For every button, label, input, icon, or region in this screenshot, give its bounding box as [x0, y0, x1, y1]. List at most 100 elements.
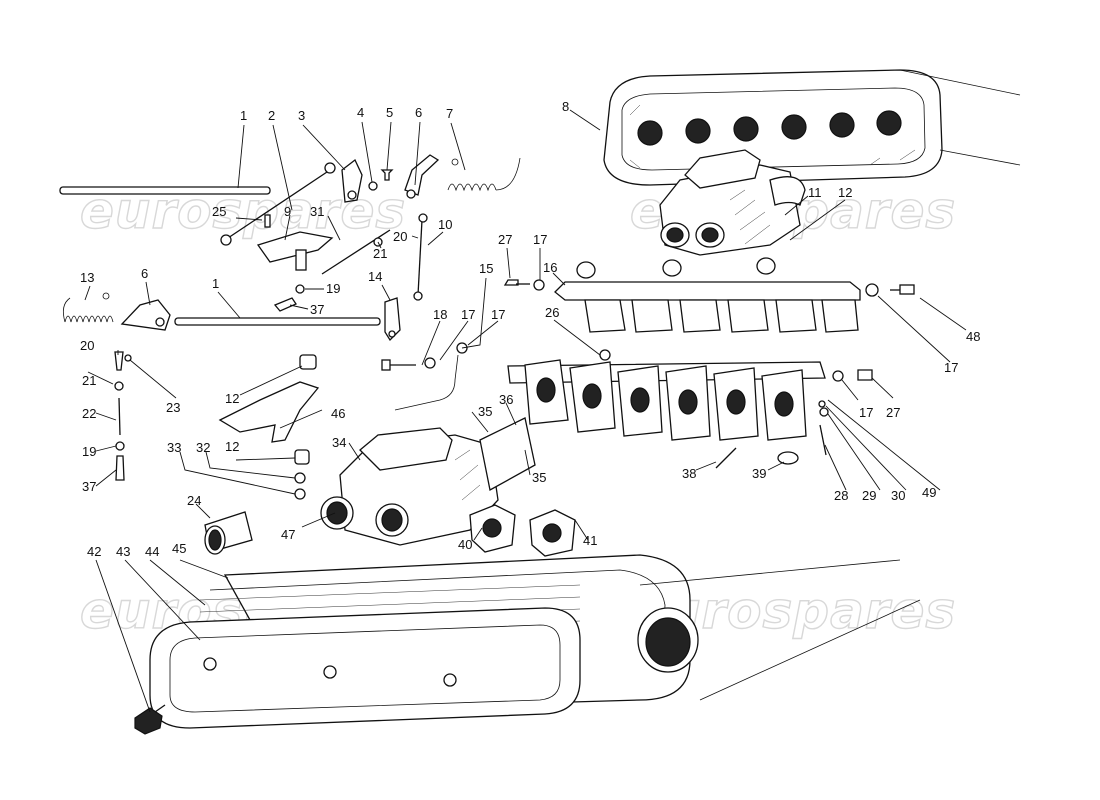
air-horn-24 — [204, 511, 253, 555]
washer-19-a — [295, 284, 305, 294]
callout-10: 10 — [438, 217, 452, 232]
callout-22: 22 — [82, 406, 96, 421]
washer-4 — [368, 181, 378, 191]
callout-11: 11 — [808, 185, 822, 200]
callout-49: 49 — [922, 485, 936, 500]
callout-24: 24 — [187, 493, 201, 508]
gasket-41 — [529, 509, 576, 557]
callout-40: 40 — [458, 537, 472, 552]
linkage-10 — [413, 213, 428, 301]
knob-42 — [134, 704, 166, 735]
callout-13: 13 — [80, 270, 94, 285]
gasket-40 — [469, 504, 516, 553]
callout-16: 16 — [543, 260, 557, 275]
washer-33 — [294, 488, 306, 500]
intake-manifold-16 — [554, 257, 861, 333]
o-ring-39 — [777, 451, 799, 465]
fuel-pipe-15 — [394, 354, 459, 411]
callout-42: 42 — [87, 544, 101, 559]
lever-6-lower — [120, 299, 171, 331]
callout-12b: 12 — [225, 391, 239, 406]
callout-48: 48 — [966, 329, 980, 344]
callout-17c: 17 — [491, 307, 505, 322]
callout-27b: 27 — [886, 405, 900, 420]
screw-25 — [264, 214, 271, 228]
callout-21a: 21 — [373, 246, 387, 261]
callout-34: 34 — [332, 435, 346, 450]
spring-7 — [447, 157, 521, 192]
callout-9: 9 — [284, 204, 291, 219]
link-37-a — [273, 297, 297, 312]
callout-23: 23 — [166, 400, 180, 415]
screw-5 — [380, 169, 394, 181]
callout-37b: 37 — [82, 479, 96, 494]
bolt-27-b — [857, 369, 873, 381]
callout-6a: 6 — [415, 105, 422, 120]
callout-1a: 1 — [240, 108, 247, 123]
callout-30: 30 — [891, 488, 905, 503]
callout-46: 46 — [331, 406, 345, 421]
callout-7: 7 — [446, 106, 453, 121]
callout-26: 26 — [545, 305, 559, 320]
callout-6b: 6 — [141, 266, 148, 281]
callout-4: 4 — [357, 105, 364, 120]
washer-32 — [294, 472, 306, 484]
nut-30 — [818, 400, 826, 408]
lever-3 — [341, 158, 363, 203]
callout-47: 47 — [281, 527, 295, 542]
rod-31 — [321, 229, 391, 275]
throttle-rod-lower — [174, 317, 381, 326]
callout-28: 28 — [834, 488, 848, 503]
washer-17-d — [865, 283, 879, 297]
callout-35a: 35 — [478, 404, 492, 419]
callout-3: 3 — [298, 108, 305, 123]
callout-12c: 12 — [225, 439, 239, 454]
air-box-ports — [637, 110, 902, 146]
bracket-46 — [218, 354, 320, 465]
washer-17-b — [424, 357, 436, 369]
callout-19b: 19 — [82, 444, 96, 459]
callout-27a: 27 — [498, 232, 512, 247]
callout-15: 15 — [479, 261, 493, 276]
screw-18 — [381, 359, 416, 371]
callout-17b: 17 — [461, 307, 475, 322]
callout-17a: 17 — [533, 232, 547, 247]
callout-44: 44 — [145, 544, 159, 559]
callout-21b: 21 — [82, 373, 96, 388]
manifold-26 — [507, 349, 826, 441]
linkage-rod-2 — [220, 162, 336, 246]
callout-20a: 20 — [393, 229, 407, 244]
callout-45: 45 — [172, 541, 186, 556]
air-box-top — [603, 69, 1021, 186]
air-filter-box — [149, 554, 921, 729]
pin-38 — [715, 447, 737, 469]
callout-19a: 19 — [326, 281, 340, 296]
callout-39: 39 — [752, 466, 766, 481]
callout-8: 8 — [562, 99, 569, 114]
callout-14: 14 — [368, 269, 382, 284]
callout-12a: 12 — [838, 185, 852, 200]
linkage-left-vertical — [114, 351, 132, 481]
callout-18: 18 — [433, 307, 447, 322]
callout-1b: 1 — [212, 276, 219, 291]
callout-17d: 17 — [944, 360, 958, 375]
carburettor-top — [659, 149, 806, 256]
washer-29 — [819, 407, 829, 417]
callout-29: 29 — [862, 488, 876, 503]
callout-2: 2 — [268, 108, 275, 123]
washer-17-a — [533, 279, 545, 291]
lever-6-upper — [404, 154, 440, 199]
callout-5: 5 — [386, 105, 393, 120]
callout-35b: 35 — [532, 470, 546, 485]
callout-25: 25 — [212, 204, 226, 219]
callout-32: 32 — [196, 440, 210, 455]
stud-48 — [890, 284, 915, 295]
washer-17-e — [832, 370, 844, 382]
leader-lines — [84, 109, 967, 713]
callout-labels: 1 2 3 4 5 6 7 8 25 9 31 20 10 21 11 12 2… — [80, 99, 980, 559]
callout-37a: 37 — [310, 302, 324, 317]
carburettor-34 — [320, 417, 536, 546]
stud-28 — [819, 424, 827, 456]
callout-41: 41 — [583, 533, 597, 548]
